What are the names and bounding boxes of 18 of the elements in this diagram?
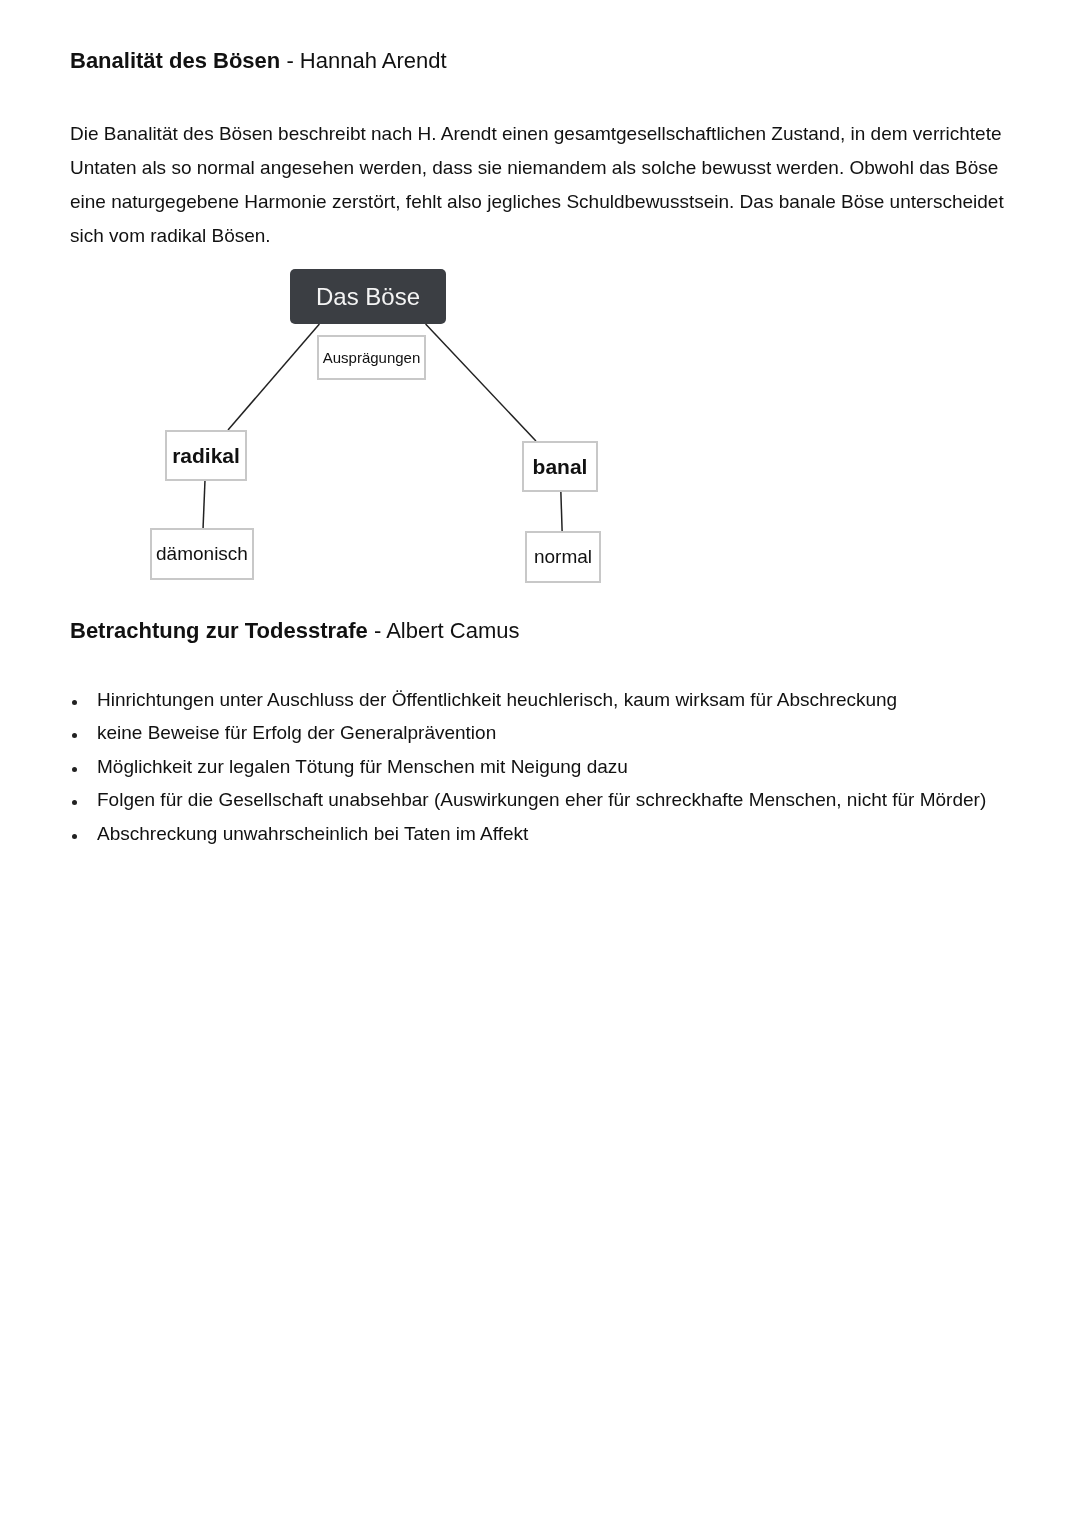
category-box: banal bbox=[522, 441, 598, 492]
concept-box: Das Böse bbox=[290, 269, 446, 324]
connector-line bbox=[202, 480, 206, 529]
bullet-item-text: keine Beweise für Erfolg der Generalprävention bbox=[97, 722, 497, 744]
bullet-item-text: Folgen für die Gesellschaft unabsehbar (Auswirkungen eher für schreckhafte Menschen, nicht für Mörder) bbox=[97, 789, 987, 811]
trait-box: dämonisch bbox=[150, 528, 254, 580]
connector-line bbox=[560, 491, 563, 532]
bullet-item-text: Abschreckung unwahrscheinlich bei Taten im Affekt bbox=[97, 823, 529, 845]
bullet-item-text: Hinrichtungen unter Auschluss der Öffentlichkeit heuchlerisch, kaum wirksam für Abschreckung bbox=[97, 689, 898, 711]
trait-box: normal bbox=[525, 531, 601, 583]
section-heading: Betrachtung zur Todesstrafe - Albert Camus bbox=[70, 618, 520, 644]
connector-line bbox=[227, 323, 321, 431]
bullet-item-text: Möglichkeit zur legalen Tötung für Menschen mit Neigung dazu bbox=[97, 756, 628, 778]
category-box: radikal bbox=[165, 430, 247, 481]
paragraph-text: Die Banalität des Bösen beschreibt nach H. Arendt einen gesamtgesellschaftlichen Zustand, in dem verrichtete Untaten als so normal angesehen werden, dass sie niemandem als solche bewusst werden. Obwohl das Böse eine naturgegebene Harmonie zerstört, fehlt also jegliches Schuldbewusstsein. Das banale Böse unterscheidet sich vom radikal Bösen. bbox=[70, 122, 1005, 248]
category-box: Ausprägungen bbox=[317, 335, 426, 380]
section-heading: Banalität des Bösen - Hannah Arendt bbox=[70, 48, 447, 74]
connector-line bbox=[424, 323, 537, 442]
